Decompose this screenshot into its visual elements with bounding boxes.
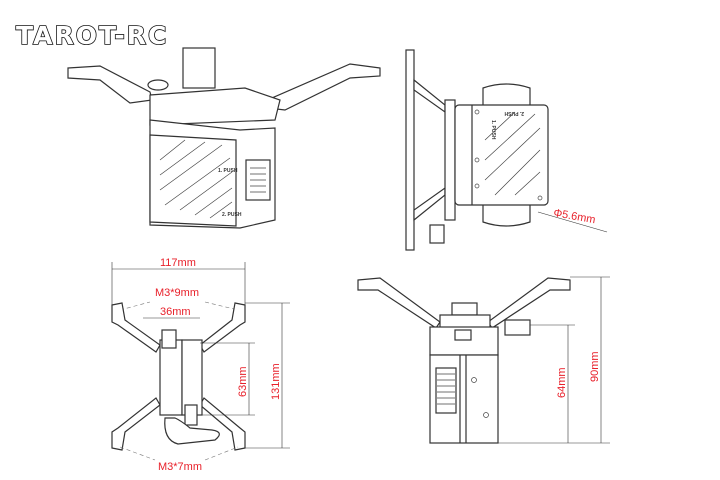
body-height-64-label: 64mm — [556, 367, 568, 398]
side-view: 1. PUSH 2. PUSH Φ5.6mm — [405, 49, 608, 251]
length-131-label: 131mm — [270, 363, 282, 400]
tarot-rc-logo: TAROT-RC — [16, 21, 168, 50]
screw-top-label: M3*9mm — [155, 287, 199, 299]
inner-width-36-label: 36mm — [160, 306, 191, 318]
front-view: 64mm 90mm — [357, 276, 610, 444]
push1-label: 1. PUSH — [218, 168, 238, 174]
side-push1-label: 1. PUSH — [490, 120, 496, 140]
inner-length-63-label: 63mm — [237, 366, 249, 397]
width-117-label: 117mm — [160, 257, 196, 269]
total-height-90-label: 90mm — [589, 351, 601, 382]
push2-label: 2. PUSH — [222, 212, 242, 218]
screw-bottom-label: M3*7mm — [158, 461, 202, 473]
top-view: 117mm M3*9mm 36mm 63mm 131mm M3*7mm — [111, 257, 290, 473]
hole-diameter-label: Φ5.6mm — [552, 207, 596, 226]
side-push2-label: 2. PUSH — [504, 110, 524, 116]
isometric-view: 1. PUSH 2. PUSH — [67, 47, 381, 229]
